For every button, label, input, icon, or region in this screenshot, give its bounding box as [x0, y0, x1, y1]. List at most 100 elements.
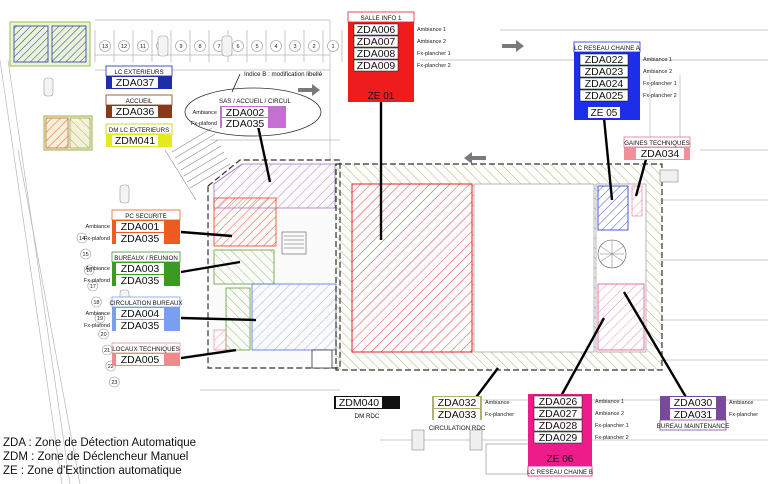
zone-code: ZDA022: [585, 54, 624, 66]
zone-code: ZDA001: [121, 221, 160, 233]
zone-title: LOCAUX TECHNIQUES: [112, 346, 180, 353]
sublabel: Fx-plancher 2: [417, 63, 451, 69]
zone-code: ZDM040: [339, 397, 379, 409]
zone-dm-rdc: ZDM040 DM RDC: [334, 396, 400, 420]
parking-numbers: 13121110987654321: [99, 40, 339, 52]
parking-number: 9: [179, 44, 182, 50]
zone-code: ZDA031: [674, 409, 713, 421]
parking-number-marker: [327, 40, 339, 52]
sublabel: Fx-plancher 1: [417, 51, 451, 57]
zone-title: DM RDC: [355, 413, 380, 420]
parking-number-marker: [251, 40, 263, 52]
sublabel: Fx-plafond: [84, 236, 110, 242]
sublabel: Ambiance 1: [417, 27, 446, 33]
parking-number-marker: [308, 40, 320, 52]
zone-title: BUREAU MAINTENANCE: [657, 423, 730, 430]
zone-code: ZDA005: [121, 354, 160, 366]
parking-number: 4: [274, 44, 277, 50]
sublabel: Ambiance: [86, 224, 110, 230]
zone-title: BUREAUX / REUNION: [114, 255, 178, 262]
parking-number: 6: [236, 44, 239, 50]
parking-top: [94, 30, 343, 62]
parking-number: 14: [79, 236, 85, 242]
ze-label: ZE 05: [591, 108, 618, 119]
parking-number: 12: [121, 44, 127, 50]
parking-number: 20: [101, 332, 107, 338]
parking-number: 2: [312, 44, 315, 50]
sublabel: Ambiance 1: [595, 399, 624, 405]
zone-title: LC EXTERIEURS: [114, 69, 163, 76]
direction-arrows: [298, 40, 524, 164]
zone-title: LC RESEAU CHAINE B: [527, 469, 593, 476]
sas-cloud: [184, 87, 322, 137]
zone-title: LC RESEAU CHAINE A: [574, 45, 641, 52]
zone-title: SALLE INFO 1: [361, 15, 402, 22]
solar-panels: [9, 21, 91, 67]
parking-number-marker: [175, 40, 187, 52]
sublabel: Fx-plancher 2: [595, 435, 629, 441]
zone-code: ZDA027: [539, 408, 578, 420]
sublabel: Fx-plancher 1: [643, 81, 677, 87]
zone-lc-reseau-chaine-a: LC RESEAU CHAINE A ZDA022 ZDA023 ZDA024 …: [573, 41, 677, 120]
parking-number: 11: [140, 44, 146, 50]
zone-code: ZDA035: [121, 275, 160, 287]
zone-circulation-bureaux: CIRCULATION BUREAUX ZDA004 ZDA035 Ambian…: [84, 296, 183, 332]
sublabel: Fx-plancher: [485, 412, 514, 418]
parking-number: 3: [293, 44, 296, 50]
parking-number-marker: [87, 280, 99, 292]
zone-code: ZDA036: [116, 106, 155, 118]
parking-number: 17: [90, 284, 96, 290]
ze-label: ZE 01: [368, 91, 395, 102]
parking-number-marker: [109, 376, 120, 388]
sublabel: Ambiance 2: [417, 39, 446, 45]
revision-note-text: Indice B : modification libellé: [244, 71, 323, 78]
zone-code: ZDA025: [585, 90, 624, 102]
parked-cars: [43, 35, 233, 309]
sublabel: Fx-plancher 1: [595, 423, 629, 429]
parking-number-marker: [99, 40, 111, 52]
parking-number-marker: [80, 248, 91, 260]
parking-number-marker: [289, 40, 301, 52]
zone-code: ZDA035: [121, 320, 160, 332]
sublabel: Fx-plafond: [84, 278, 110, 284]
ze-label: ZE 06: [547, 454, 574, 465]
zone-code: ZDA004: [121, 308, 160, 320]
parking-number-marker: [91, 296, 102, 308]
zone-code: ZDA024: [585, 78, 624, 90]
zone-title: DM LC EXTERIEURS: [109, 127, 170, 134]
zone-code: ZDA008: [357, 48, 396, 60]
parking-number: 13: [102, 44, 108, 50]
sublabel: Fx-plancher: [729, 412, 758, 418]
zone-code: ZDM041: [115, 135, 155, 147]
sublabel: Ambiance: [86, 311, 110, 317]
parking-number: 21: [104, 348, 110, 354]
zone-gaines-techniques: GAINES TECHNIQUES ZDA034: [623, 136, 691, 160]
zone-code: ZDA035: [226, 118, 265, 130]
zone-code: ZDA028: [539, 420, 578, 432]
leader-lines: [180, 100, 692, 409]
site-furniture: [411, 169, 679, 475]
legend-ze: ZE : Zone d'Extinction automatique: [3, 465, 182, 477]
parking-number: 7: [217, 44, 220, 50]
zone-title: CIRCULATION BUREAUX: [109, 300, 182, 307]
parking-number: 18: [93, 300, 99, 306]
zone-accueil: ACCUEIL ZDA036: [105, 94, 173, 118]
zone-dm-lc-exterieurs: DM LC EXTERIEURS ZDM041: [105, 123, 173, 147]
zone-code: ZDA026: [539, 396, 578, 408]
parking-number: 22: [108, 364, 114, 370]
parking-number-marker: [270, 40, 282, 52]
sublabel: Ambiance: [193, 110, 217, 116]
zone-title: ACCUEIL: [126, 98, 153, 105]
accueil-booth: [43, 115, 93, 151]
sublabel: Ambiance 1: [643, 57, 672, 63]
parking-number: 1: [331, 44, 334, 50]
zone-lc-exterieurs: LC EXTERIEURS ZDA037: [105, 65, 173, 89]
zone-salle-info-1: SALLE INFO 1 ZDA006 ZDA007 ZDA008 ZDA009…: [347, 11, 451, 102]
parking-number: 19: [97, 316, 103, 322]
zone-code: ZDA003: [121, 263, 160, 275]
zone-code: ZDA037: [116, 77, 155, 89]
zone-lc-reseau-chaine-b: ZDA026 ZDA027 ZDA028 ZDA029 ZE 06 LC RES…: [527, 394, 629, 477]
parking-number: 23: [111, 380, 117, 386]
legend-zdm: ZDM : Zone de Déclencheur Manuel: [3, 451, 189, 463]
sublabel: Ambiance: [729, 400, 753, 406]
